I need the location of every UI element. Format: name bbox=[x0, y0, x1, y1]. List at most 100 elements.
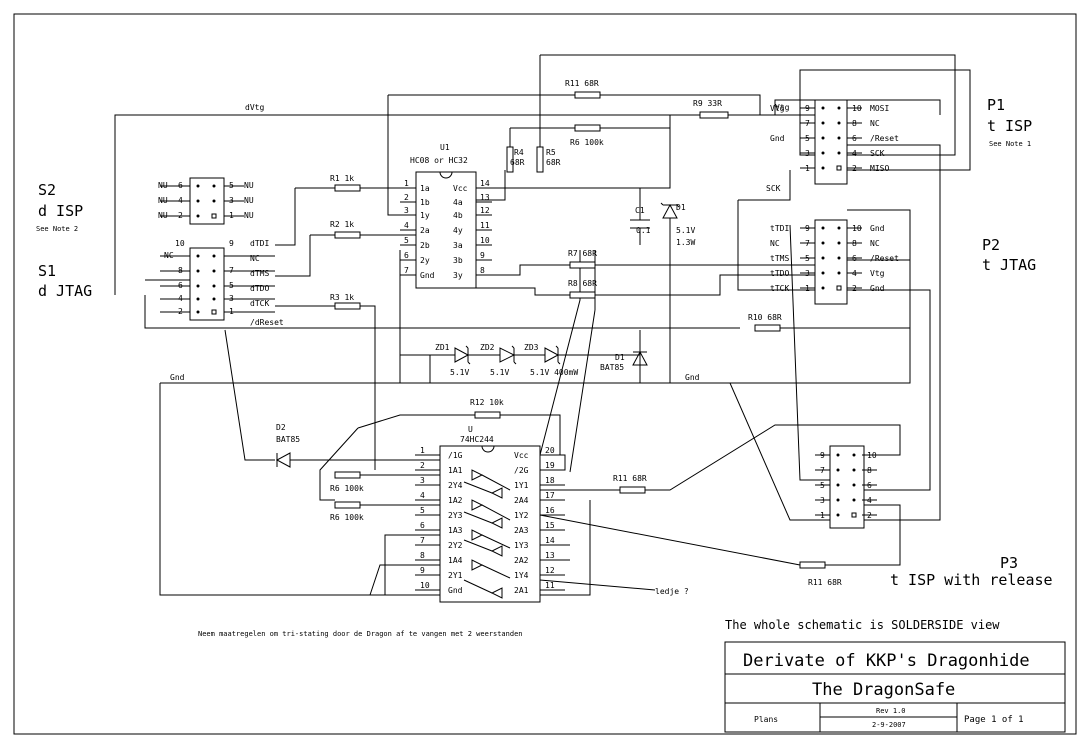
u2-pin-name: 1Y2 bbox=[514, 511, 529, 520]
u1-pin-number: 6 bbox=[404, 251, 409, 260]
resistor-r5 bbox=[536, 146, 544, 173]
u2-pin-name: /1G bbox=[448, 451, 463, 460]
u1-pin-number: 8 bbox=[480, 266, 485, 275]
note-dutch: Neem maatregelen om tri-stating door de … bbox=[198, 630, 523, 638]
p2-pin-number: 5 bbox=[805, 254, 810, 263]
pin-dot bbox=[852, 453, 856, 457]
u1-pin-number: 5 bbox=[404, 236, 409, 245]
u1-pin-name: Gnd bbox=[420, 271, 435, 280]
r11-bottom-label: R11 68R bbox=[808, 578, 842, 587]
schottky-d1 bbox=[632, 350, 648, 366]
u2-pin-name: 2A3 bbox=[514, 526, 529, 535]
u2-pin-name: 1Y1 bbox=[514, 481, 529, 490]
u1-pin-name: 4b bbox=[453, 211, 463, 220]
pin-dot bbox=[837, 121, 841, 125]
s1-pin-5: 5 bbox=[229, 281, 234, 290]
ic-u2: U 74HC244 bbox=[439, 425, 541, 603]
s2-pin-3: 3 bbox=[229, 196, 234, 205]
pin-dot bbox=[836, 453, 840, 457]
drawing-frame bbox=[13, 13, 1077, 735]
r5-label: R5 bbox=[546, 148, 556, 157]
p1-pin-number: 6 bbox=[852, 134, 857, 143]
u1-pin-name: 3b bbox=[453, 256, 463, 265]
d1-zener-voltage: 5.1V bbox=[676, 226, 695, 235]
p1-pin-number: 5 bbox=[805, 134, 810, 143]
u2-pin-number: 14 bbox=[545, 536, 555, 545]
s2-label-nu: NU bbox=[158, 181, 168, 190]
p3-pin-number: 3 bbox=[820, 496, 825, 505]
connector-s1: S1 d JTAG 10 8 6 4 2 9 7 5 3 1 NC dTDI N… bbox=[38, 239, 275, 321]
s2-pin-2: 2 bbox=[178, 211, 183, 220]
p3-pin-number: 6 bbox=[867, 481, 872, 490]
resistor-r6-top bbox=[574, 124, 601, 132]
resistor-r10 bbox=[754, 324, 781, 332]
u2-pin-number: 5 bbox=[420, 506, 425, 515]
p3-body bbox=[829, 445, 865, 529]
u1-pin-name: 1a bbox=[420, 184, 430, 193]
s1-pin-2: 2 bbox=[178, 307, 183, 316]
pin-dot bbox=[836, 498, 840, 502]
resistors bbox=[334, 91, 826, 569]
s1-pin-3: 3 bbox=[229, 294, 234, 303]
pin-dot bbox=[821, 136, 825, 140]
u2-pin-name: 1Y3 bbox=[514, 541, 529, 550]
s1-pin-7: 7 bbox=[229, 266, 234, 275]
p2-pin-label: tTMS bbox=[770, 254, 789, 263]
u2-pin-number: 20 bbox=[545, 446, 555, 455]
schottky-d2 bbox=[275, 452, 291, 468]
r11-top-label: R11 68R bbox=[565, 79, 599, 88]
r8-label: R8 68R bbox=[568, 279, 597, 288]
u2-body bbox=[439, 445, 541, 603]
s1-pin-4: 4 bbox=[178, 294, 183, 303]
p2-pin-number: 3 bbox=[805, 269, 810, 278]
p1-pin-label: SCK bbox=[870, 149, 885, 158]
u1-pin-name: 1b bbox=[420, 198, 430, 207]
u1-pin-name: 4y bbox=[453, 226, 463, 235]
u2-pin-number: 8 bbox=[420, 551, 425, 560]
p1-name: t ISP bbox=[987, 117, 1032, 135]
c1-value: 0.1 bbox=[636, 226, 651, 235]
title-block: Derivate of KKP's Dragonhide The DragonS… bbox=[724, 641, 1066, 733]
s2-ref: S2 bbox=[38, 181, 56, 199]
p1-note: See Note 1 bbox=[989, 140, 1031, 148]
u1-pin-number: 13 bbox=[480, 193, 490, 202]
u1-pin-number: 10 bbox=[480, 236, 490, 245]
u2-pin-number: 7 bbox=[420, 536, 425, 545]
title-block-plans: Plans bbox=[754, 715, 778, 724]
resistor-r8 bbox=[569, 291, 596, 299]
resistor-r6-a bbox=[334, 471, 361, 479]
u2-pin-number: 15 bbox=[545, 521, 555, 530]
s1-pin-1: 1 bbox=[229, 307, 234, 316]
net-dreset: /dReset bbox=[250, 318, 284, 327]
zd1-label: ZD1 bbox=[435, 343, 450, 352]
p2-name: t JTAG bbox=[982, 256, 1036, 274]
u2-pin-number: 12 bbox=[545, 566, 555, 575]
s2-pin-5: 5 bbox=[229, 181, 234, 190]
p3-pin-number: 4 bbox=[867, 496, 872, 505]
s2-label-nu: NU bbox=[244, 181, 254, 190]
p2-pin-label: NC bbox=[870, 239, 880, 248]
p2-pin-number: 8 bbox=[852, 239, 857, 248]
u2-pin-name: 2A1 bbox=[514, 586, 529, 595]
pin-dot bbox=[852, 483, 856, 487]
resistor-r4 bbox=[506, 146, 514, 173]
pin-dot bbox=[852, 498, 856, 502]
p2-pin-number: 7 bbox=[805, 239, 810, 248]
p1-pin-label: MOSI bbox=[870, 104, 889, 113]
title-block-title: Derivate of KKP's Dragonhide bbox=[743, 651, 1030, 671]
s2-label-nu: NU bbox=[244, 196, 254, 205]
pin-dot bbox=[837, 256, 841, 260]
pin-dot bbox=[821, 121, 825, 125]
u1-pin-number: 2 bbox=[404, 193, 409, 202]
r2-label: R2 1k bbox=[330, 220, 354, 229]
pin-dot bbox=[836, 285, 842, 291]
s1-pin-8: 8 bbox=[178, 266, 183, 275]
zd3-rating: 5.1V 400mW bbox=[530, 368, 578, 377]
p1-pin-label: Gnd bbox=[770, 134, 785, 143]
pin-dot bbox=[836, 483, 840, 487]
s2-note: See Note 2 bbox=[36, 225, 78, 233]
r10-label: R10 68R bbox=[748, 313, 782, 322]
pin-dot bbox=[851, 512, 857, 518]
u2-pin-name: Vcc bbox=[514, 451, 529, 460]
